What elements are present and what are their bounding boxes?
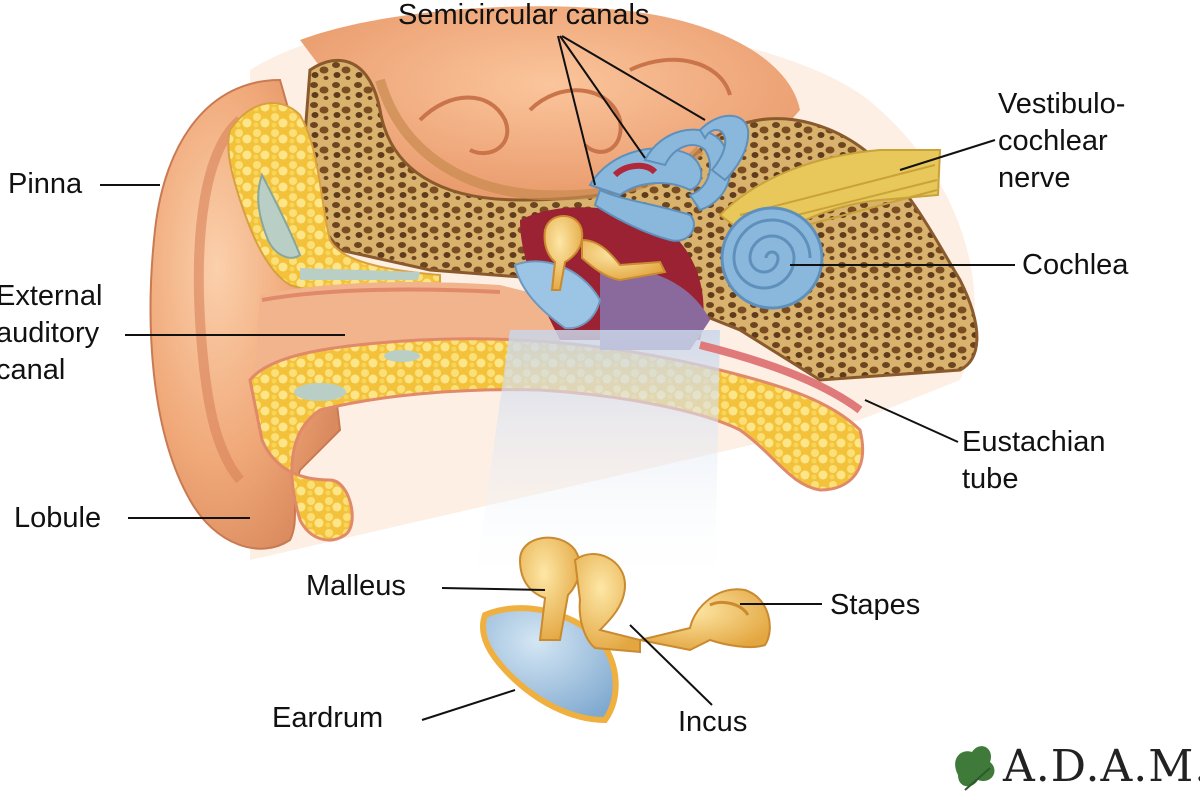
upper-cartilage — [227, 102, 441, 298]
label-cochlea: Cochlea — [1022, 249, 1129, 281]
callout-malleus — [441, 587, 546, 591]
label-canal-line-1: External — [0, 280, 103, 312]
incus-enlarged — [573, 553, 641, 654]
callout-semicircular-1 — [557, 35, 596, 186]
label-canal-line-3: canal — [0, 354, 66, 386]
magnification-beam — [475, 330, 720, 580]
label-eustachian-line-1: Eustachian — [962, 426, 1106, 458]
eardrum-in-situ — [513, 260, 602, 330]
stapes-enlarged — [639, 588, 771, 652]
eustachian-tube-structure — [699, 341, 863, 414]
ossicles-in-situ — [543, 215, 667, 291]
label-nerve-line-1: Vestibulo- — [998, 88, 1126, 120]
label-external-auditory-canal: External auditory canal — [0, 278, 102, 389]
label-incus: Incus — [678, 706, 748, 738]
callout-eustachian — [864, 399, 959, 443]
adam-logo-text: A.D.A.M. — [1003, 741, 1200, 792]
label-eustachian-tube: Eustachian tube — [962, 424, 1106, 498]
leaf-icon — [955, 746, 995, 791]
auditory-canal — [255, 282, 560, 380]
label-canal-line-2: auditory — [0, 317, 100, 349]
label-semicircular-canals: Semicircular canals — [398, 0, 650, 31]
enlarged-ossicles — [480, 536, 771, 724]
label-nerve-line-3: nerve — [998, 162, 1071, 194]
callout-eardrum — [421, 689, 516, 721]
label-lobule: Lobule — [14, 502, 102, 534]
callout-nerve — [899, 139, 996, 171]
callout-semicircular-3 — [561, 35, 706, 121]
label-eardrum: Eardrum — [272, 702, 384, 734]
label-pinna: Pinna — [8, 168, 83, 200]
callout-lines — [100, 35, 1015, 721]
callout-incus — [629, 624, 713, 706]
label-eustachian-line-2: tube — [962, 463, 1019, 495]
semicircular-canals-structure — [588, 114, 750, 242]
label-vestibulocochlear-nerve: Vestibulo- cochlear nerve — [998, 86, 1125, 197]
label-stapes: Stapes — [830, 589, 921, 621]
label-nerve-line-2: cochlear — [998, 125, 1108, 157]
cochlea-structure — [720, 206, 824, 310]
callout-semicircular-2 — [559, 35, 646, 159]
label-malleus: Malleus — [306, 570, 406, 602]
